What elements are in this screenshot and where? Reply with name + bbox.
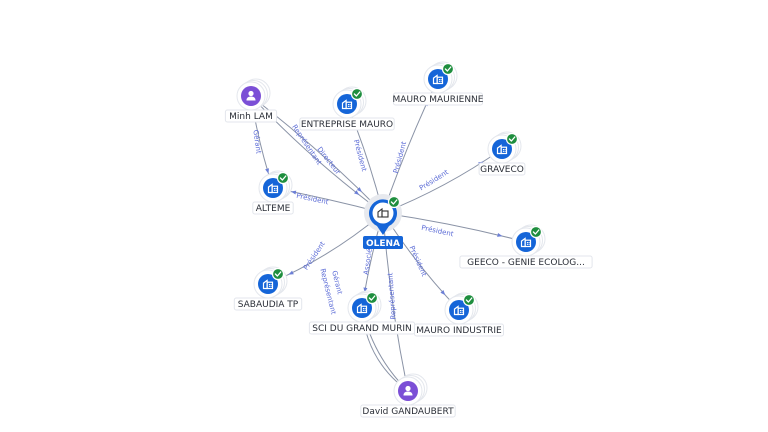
edge-label: Président [392,140,408,174]
check-icon [462,293,476,307]
edge-arrow-icon [354,190,360,195]
check-icon [505,132,519,146]
edge-line [250,95,384,214]
check-icon [441,62,455,76]
edge-label: Président [421,224,455,239]
node-label: MAURO INDUSTRIE [416,326,502,336]
node-label-bg [459,255,593,269]
node-label: GRAVECO [480,165,524,175]
person-icon [246,90,256,101]
node-label-bg [360,404,456,418]
node-label: David GANDAUBERT [362,407,454,417]
edge-arrow-icon [356,187,362,193]
node-label: ALTEME [256,204,291,214]
check-icon [350,87,364,101]
node-label: SABAUDIA TP [238,300,299,310]
node-label-bg [252,201,294,215]
edge-label: Président [296,192,330,207]
node-label: ENTREPRISE MAURO [301,120,393,130]
node-sci-du-grand-murin[interactable]: SCI DU GRAND MURIN [308,290,416,335]
edge-line [382,212,409,392]
edge-line [382,212,527,243]
nodes-layer: Minh LAM ENTREPRISE MAURO MAURO MAURIENNE G… [224,61,593,418]
node-label: MAURO MAURIENNE [393,95,484,105]
person-icon [403,385,413,396]
edge-arrow-icon [265,168,269,174]
edge-arrow-icon [497,232,503,237]
node-label: GEECO - GENIE ECOLOG... [467,258,585,268]
check-icon [387,195,401,209]
building-icon [377,207,389,218]
node-sabaudia-tp[interactable]: SABAUDIA TP [233,266,303,311]
edge-label: Président [418,168,450,192]
building-icon [267,183,279,194]
node-label-bg [224,109,278,123]
node-label-bg [478,162,526,176]
building-icon [453,305,465,316]
building-icon [262,279,274,290]
building-icon [496,144,508,155]
node-label-bg [299,117,395,131]
edge-label: Associé [362,248,374,275]
check-icon [271,267,285,281]
edge-arrow-icon [288,270,294,275]
node-minh-lam[interactable]: Minh LAM [224,78,278,123]
edge-olena-geeco: Président [382,212,527,243]
node-center-olena[interactable]: OLENA [363,194,403,249]
node-graveco[interactable]: GRAVECO [478,131,526,176]
center-label: OLENA [366,239,400,249]
edge-label: Président [408,245,429,278]
node-mauro-industrie[interactable]: MAURO INDUSTRIE [414,292,504,337]
center-label-bg [363,236,403,249]
edge-label: Représentant [386,272,397,320]
check-icon [276,171,290,185]
node-david-gandaubert[interactable]: David GANDAUBERT [360,373,456,418]
node-label-bg [393,92,483,106]
node-entreprise-mauro[interactable]: ENTREPRISE MAURO [299,86,395,131]
building-icon [341,99,353,110]
node-label-bg [233,297,303,311]
building-icon [356,303,368,314]
check-icon [529,225,543,239]
node-alteme[interactable]: ALTEME [252,170,294,215]
building-icon [432,74,444,85]
edge-arrow-icon [290,190,297,195]
edge-arrow-icon [440,290,446,296]
node-label-bg [414,323,504,337]
edge-label: Gérant [251,129,262,154]
node-geeco[interactable]: GEECO - GENIE ECOLOG... [459,224,593,269]
node-label: Minh LAM [229,112,273,122]
building-icon [520,237,532,248]
node-mauro-maurienne[interactable]: MAURO MAURIENNE [393,61,484,106]
node-label: SCI DU GRAND MURIN [312,324,411,334]
check-icon [365,291,379,305]
